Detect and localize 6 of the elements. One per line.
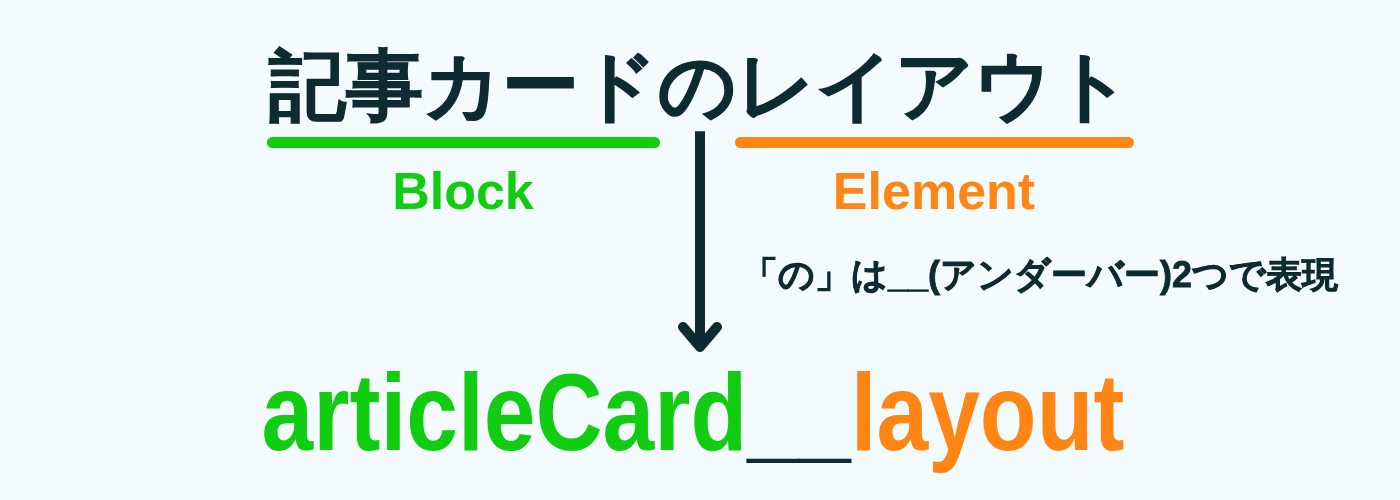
arrow	[678, 131, 722, 352]
term-label: Block	[392, 165, 534, 218]
class-name-text: articleCard__layout	[258, 357, 1128, 481]
phrase-text: 記事カードのレイアウト	[266, 44, 1134, 128]
edge-label: 「の」は__(アンダーバー)2つで表現	[741, 255, 1340, 295]
term-label: Element	[832, 165, 1036, 218]
